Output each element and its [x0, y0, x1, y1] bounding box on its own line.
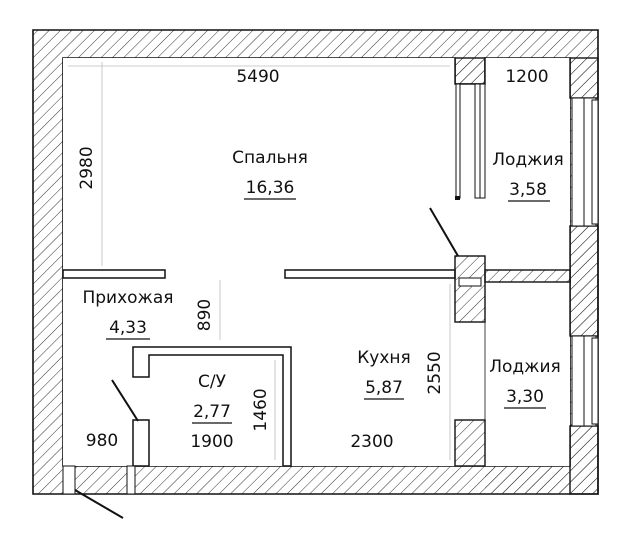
room-name-bathroom: С/У: [198, 372, 227, 392]
dim-kitchen-width: 2300: [350, 432, 393, 452]
partition-left: [62, 269, 166, 279]
dim-hallway-width: 980: [86, 431, 118, 451]
room-name-loggia-bottom: Лоджия: [489, 357, 561, 377]
room-name-kitchen: Кухня: [357, 348, 411, 368]
room-name-bedroom: Спальня: [232, 148, 308, 168]
wall-loggia-divider: [484, 269, 571, 283]
column-center: [454, 255, 486, 323]
door-bathroom: [111, 379, 139, 422]
room-name-hallway: Прихожая: [82, 288, 173, 308]
dim-bedroom-height: 2980: [77, 146, 97, 189]
dim-hallway-height: 890: [195, 299, 215, 331]
pier-bottom: [454, 419, 486, 467]
door-bedroom: [429, 207, 459, 257]
wall-right-mid: [569, 225, 599, 337]
room-area-loggia-bottom: 3,30: [506, 387, 544, 407]
room-area-kitchen: 5,87: [365, 378, 403, 398]
partition-mid: [284, 269, 456, 279]
dim-bedroom-width: 5490: [236, 67, 279, 87]
bathroom-walls: [132, 346, 292, 467]
dim-loggia-top-width: 1200: [505, 67, 548, 87]
dim-bathroom-height: 1460: [251, 388, 271, 431]
room-area-bedroom: 16,36: [246, 178, 295, 198]
wall-right-top: [569, 57, 599, 99]
loggia-top-floor: [485, 58, 570, 270]
wall-right-bottom: [569, 425, 599, 495]
room-area-loggia-top: 3,58: [509, 180, 547, 200]
door-entrance: [74, 489, 124, 519]
dim-bathroom-width: 1900: [190, 432, 233, 452]
bedroom-floor: [63, 58, 455, 270]
room-area-bathroom: 2,77: [193, 402, 231, 422]
room-area-hallway: 4,33: [109, 318, 147, 338]
pier-top: [454, 57, 486, 85]
room-name-loggia-top: Лоджия: [492, 150, 564, 170]
dim-kitchen-height: 2550: [425, 351, 445, 394]
